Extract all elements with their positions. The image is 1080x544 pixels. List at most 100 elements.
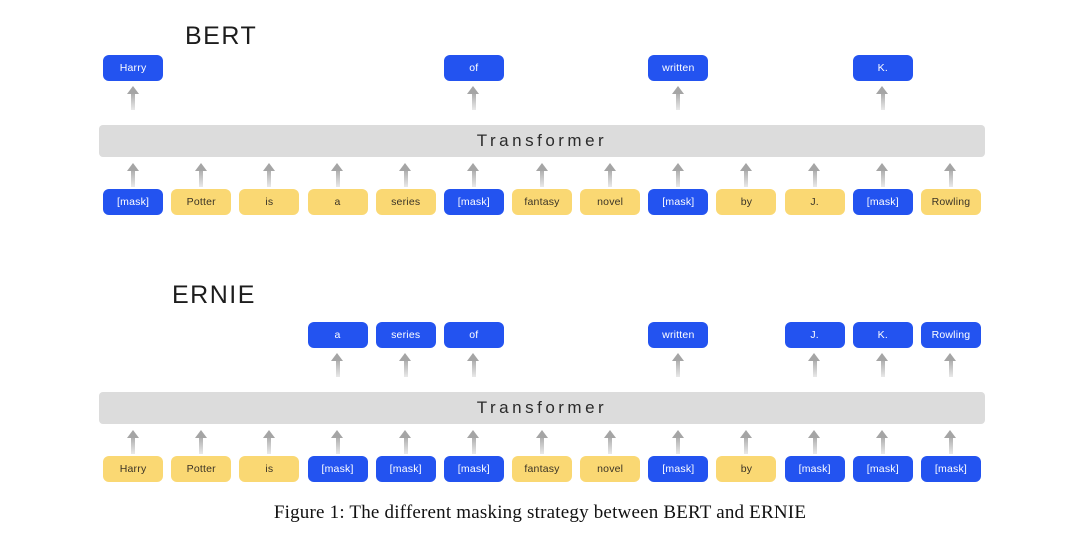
up-arrow-icon (876, 86, 889, 110)
ernie-mask-token[interactable]: [mask] (375, 456, 436, 482)
bert-input-token[interactable]: Rowling (920, 189, 981, 215)
ernie-input-token[interactable]: Harry (103, 456, 164, 482)
up-arrow-icon (467, 86, 480, 110)
ernie-input-slot: [mask] (917, 456, 985, 482)
ernie-input-arrow-row (99, 430, 985, 456)
ernie-prediction-slot: series (372, 322, 440, 348)
bert-output-arrow-slot (235, 86, 303, 112)
up-arrow-icon (194, 163, 208, 187)
ernie-prediction-slot: a (303, 322, 371, 348)
bert-prediction-slot (781, 55, 849, 81)
bert-prediction-token[interactable]: written (648, 55, 709, 81)
up-arrow-icon (876, 430, 889, 454)
ernie-input-token[interactable]: by (716, 456, 777, 482)
ernie-prediction-empty (103, 322, 163, 348)
bert-prediction-token[interactable]: Harry (103, 55, 164, 81)
bert-input-token[interactable]: a (307, 189, 368, 215)
ernie-prediction-token[interactable]: K. (852, 322, 913, 348)
ernie-input-token[interactable]: novel (580, 456, 641, 482)
bert-input-token[interactable]: novel (580, 189, 641, 215)
ernie-input-arrow-slot (712, 430, 780, 456)
bert-prediction-empty (376, 55, 436, 81)
ernie-mask-token[interactable]: [mask] (307, 456, 368, 482)
bert-input-slot: [mask] (849, 189, 917, 215)
ernie-mask-token[interactable]: [mask] (443, 456, 504, 482)
bert-prediction-slot (235, 55, 303, 81)
bert-prediction-slot (303, 55, 371, 81)
bert-prediction-empty (512, 55, 572, 81)
bert-input-token[interactable]: J. (784, 189, 845, 215)
ernie-output-arrow-slot (167, 353, 235, 379)
bert-input-arrow-slot (917, 163, 985, 189)
up-arrow-icon (399, 430, 412, 454)
up-arrow-icon (808, 430, 821, 454)
ernie-prediction-token[interactable]: Rowling (920, 322, 981, 348)
up-arrow-icon (467, 163, 480, 187)
ernie-prediction-slot (167, 322, 235, 348)
up-arrow-icon (603, 430, 617, 454)
bert-input-token[interactable]: is (239, 189, 300, 215)
bert-input-token[interactable]: by (716, 189, 777, 215)
bert-prediction-token[interactable]: of (443, 55, 504, 81)
ernie-output-arrow-slot (508, 353, 576, 379)
ernie-prediction-slot (508, 322, 576, 348)
ernie-mask-token[interactable]: [mask] (648, 456, 709, 482)
bert-input-token[interactable]: series (375, 189, 436, 215)
bert-input-arrow-slot (576, 163, 644, 189)
ernie-input-token[interactable]: Potter (171, 456, 232, 482)
bert-input-slot: series (372, 189, 440, 215)
bert-input-token[interactable]: Potter (171, 189, 232, 215)
bert-prediction-slot (508, 55, 576, 81)
up-arrow-icon (194, 430, 208, 454)
bert-output-arrow-slot (849, 86, 917, 112)
bert-transformer-block: Transformer (99, 125, 985, 157)
bert-input-token[interactable]: fantasy (512, 189, 573, 215)
bert-output-arrow-slot (917, 86, 985, 112)
bert-output-arrow-slot (440, 86, 508, 112)
bert-diagram: Harry of written K. Transformer [mask] Potte… (99, 55, 985, 220)
bert-output-arrow-slot (576, 86, 644, 112)
ernie-prediction-token[interactable]: J. (784, 322, 845, 348)
ernie-mask-token[interactable]: [mask] (852, 456, 913, 482)
bert-input-arrow-slot (372, 163, 440, 189)
bert-prediction-token[interactable]: K. (852, 55, 913, 81)
ernie-prediction-empty (580, 322, 640, 348)
ernie-output-arrow-slot (372, 353, 440, 379)
ernie-prediction-slot (576, 322, 644, 348)
bert-prediction-slot (576, 55, 644, 81)
ernie-prediction-slot: K. (849, 322, 917, 348)
ernie-input-token[interactable]: fantasy (512, 456, 573, 482)
ernie-prediction-token[interactable]: written (648, 322, 709, 348)
bert-mask-token[interactable]: [mask] (103, 189, 164, 215)
bert-prediction-empty (580, 55, 640, 81)
bert-output-arrow-slot (644, 86, 712, 112)
ernie-mask-token[interactable]: [mask] (920, 456, 981, 482)
up-arrow-icon (944, 163, 957, 187)
ernie-prediction-token[interactable]: series (375, 322, 436, 348)
ernie-input-slot: [mask] (849, 456, 917, 482)
ernie-prediction-token[interactable]: a (307, 322, 368, 348)
ernie-output-arrow-slot (781, 353, 849, 379)
bert-mask-token[interactable]: [mask] (443, 189, 504, 215)
ernie-prediction-empty (239, 322, 299, 348)
up-arrow-icon (671, 163, 685, 187)
ernie-section-title: ERNIE (172, 281, 256, 309)
up-arrow-icon (944, 430, 957, 454)
ernie-input-arrow-slot (644, 430, 712, 456)
bert-mask-token[interactable]: [mask] (648, 189, 709, 215)
ernie-input-slot: Harry (99, 456, 167, 482)
bert-section-title: BERT (185, 22, 258, 50)
bert-input-arrow-slot (644, 163, 712, 189)
ernie-input-arrow-slot (781, 430, 849, 456)
ernie-mask-token[interactable]: [mask] (784, 456, 845, 482)
bert-prediction-slot (372, 55, 440, 81)
bert-mask-token[interactable]: [mask] (852, 189, 913, 215)
bert-prediction-slot: Harry (99, 55, 167, 81)
bert-transformer-label: Transformer (476, 131, 608, 150)
up-arrow-icon (671, 430, 685, 454)
ernie-prediction-token[interactable]: of (443, 322, 504, 348)
bert-prediction-empty (716, 55, 776, 81)
ernie-input-token[interactable]: is (239, 456, 300, 482)
ernie-input-arrow-slot (235, 430, 303, 456)
bert-prediction-empty (785, 55, 845, 81)
